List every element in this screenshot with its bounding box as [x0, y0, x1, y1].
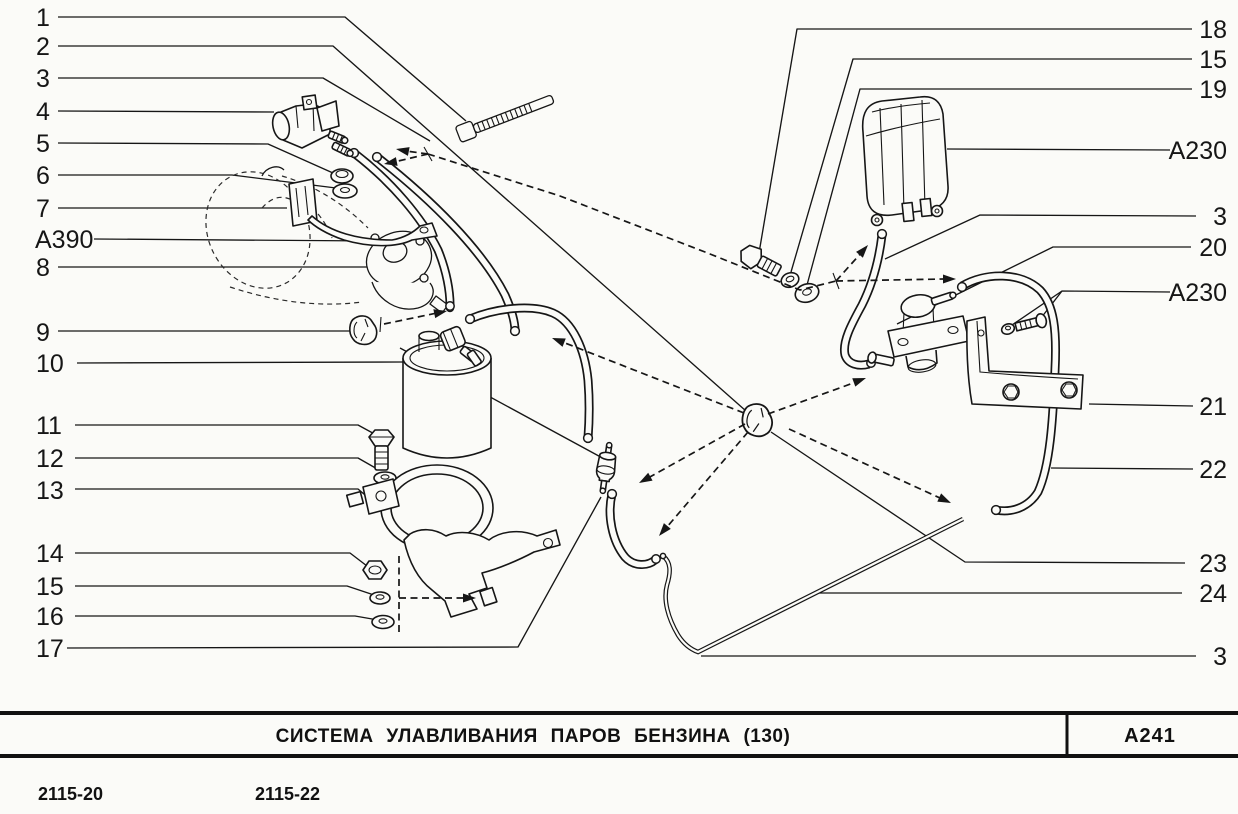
two-way-valve: [595, 441, 617, 495]
leader-3-left: [58, 77, 431, 142]
leader-23: [770, 431, 1186, 564]
hose-23: [605, 488, 661, 569]
leader-11: [75, 424, 381, 438]
leader-3-right-top: [884, 214, 1197, 260]
callout-16: 16: [36, 603, 64, 631]
callout-a230-top: A230: [1169, 137, 1227, 165]
callout-2: 2: [36, 33, 50, 61]
callout-1: 1: [36, 4, 50, 32]
callout-21: 21: [1199, 393, 1227, 421]
leader-14: [75, 552, 368, 567]
callout-6: 6: [36, 162, 50, 190]
vapor-pipe-24: [659, 516, 965, 655]
leader-13: [75, 488, 372, 501]
title-block: СИСТЕМА УЛАВЛИВАНИЯ ПАРОВ БЕНЗИНА (130) …: [0, 711, 1238, 758]
leader-a230-mid: [1040, 290, 1171, 319]
leader-2: [58, 45, 747, 412]
washer-16: [371, 614, 395, 630]
callout-labels-right: 18 15 19 A230 3 20 A230 21 22 23 24 3: [1169, 16, 1227, 671]
nut-14: [362, 560, 388, 580]
callout-a230-mid: A230: [1169, 279, 1227, 307]
leader-12: [75, 457, 380, 471]
callout-8: 8: [36, 254, 50, 282]
callout-24: 24: [1199, 580, 1227, 608]
leader-21: [1088, 403, 1194, 407]
clamp-9: [349, 315, 378, 346]
washer-15-left: [369, 591, 391, 605]
bracket-17: [403, 528, 561, 618]
purge-valve: [271, 94, 354, 158]
leader-4: [57, 110, 275, 113]
callout-13: 13: [36, 477, 64, 505]
leader-18: [758, 28, 1192, 254]
callout-10: 10: [36, 350, 64, 378]
callout-20: 20: [1199, 234, 1227, 262]
washer-6: [332, 183, 358, 199]
leader-a230-mid-fork: [1011, 290, 1063, 326]
mount-washer: [1000, 323, 1016, 335]
leader-19: [806, 88, 1192, 286]
callout-14: 14: [36, 540, 64, 568]
callout-22: 22: [1199, 456, 1227, 484]
callout-7: 7: [36, 195, 50, 223]
bracket-21: [966, 316, 1084, 410]
hose-canister-to-valve: [464, 303, 594, 444]
gravity-valve-20: [867, 291, 970, 373]
sheet-title: СИСТЕМА УЛАВЛИВАНИЯ ПАРОВ БЕНЗИНА (130): [276, 726, 791, 747]
assembly-arrows: [379, 146, 956, 633]
footer-codes: 2115-20 2115-22: [38, 784, 320, 804]
callout-3-right-bottom: 3: [1213, 643, 1227, 671]
callout-17: 17: [36, 635, 64, 663]
bracket-bolt-left: [1002, 383, 1020, 401]
callout-15-right: 15: [1199, 46, 1227, 74]
callout-12: 12: [36, 445, 64, 473]
sheet-code: A241: [1124, 725, 1176, 747]
callout-11: 11: [36, 412, 62, 440]
hose-3-main: [371, 151, 521, 337]
canister: [402, 325, 492, 459]
bracket-bolt-right: [1060, 381, 1078, 399]
callout-3: 3: [36, 65, 50, 93]
callout-labels-left: 1 2 3 4 5 6 7 A390 8 9 10 11 12 13 14 15…: [35, 4, 93, 663]
cable-tie: [455, 94, 555, 143]
leader-17: [66, 496, 602, 649]
callout-a390: A390: [35, 226, 93, 254]
leader-20: [896, 246, 1191, 325]
mount-screw: [1014, 313, 1048, 332]
model-code-left: 2115-20: [38, 784, 103, 804]
leader-a390: [93, 238, 377, 242]
leader-15-left: [75, 585, 375, 596]
leader-15-right: [790, 58, 1192, 273]
callout-18: 18: [1199, 16, 1227, 44]
model-code-right: 2115-22: [255, 784, 320, 804]
bolt-11: [368, 429, 395, 471]
hose-22: [956, 271, 1061, 516]
bracket-7: [261, 166, 438, 247]
callout-9: 9: [36, 319, 50, 347]
leader-1: [58, 16, 467, 122]
clamp-23: [741, 403, 773, 438]
clamp-ring-13: [345, 464, 494, 552]
washer-5: [330, 168, 354, 184]
leader-a230-top: [946, 148, 1171, 151]
callout-15-left: 15: [36, 573, 64, 601]
separator-tank-a230: [861, 95, 949, 227]
leader-22: [1050, 467, 1194, 470]
washer-19: [794, 282, 820, 304]
callout-23: 23: [1199, 550, 1227, 578]
callout-5: 5: [36, 130, 50, 158]
bolt-18: [740, 244, 782, 277]
leader-5: [57, 142, 334, 174]
leader-16: [75, 615, 379, 621]
callout-19: 19: [1199, 76, 1227, 104]
leader-10: [76, 361, 404, 364]
callout-3-right-top: 3: [1213, 203, 1227, 231]
callout-4: 4: [36, 98, 50, 126]
